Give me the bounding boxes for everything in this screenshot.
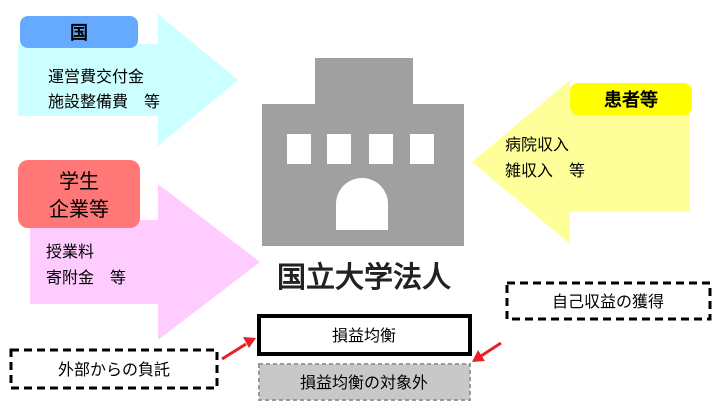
outside-balance-box (258, 363, 471, 401)
building-door (336, 178, 388, 230)
patients-label: 患者等 (604, 89, 658, 111)
self-revenue-callout (505, 281, 712, 321)
government-label-box (20, 16, 138, 48)
patients-arrow-shape (472, 80, 690, 244)
students-income-line-2: 寄附金 等 (46, 268, 126, 287)
building-window-4 (410, 134, 434, 164)
external-burden-red-arrow (221, 337, 256, 361)
patients-income-line-1: 病院収入 (505, 135, 569, 154)
university-building-icon (262, 58, 464, 246)
building-window-3 (369, 134, 393, 164)
building-window-1 (287, 134, 311, 164)
students-income-line-1: 授業料 (46, 242, 94, 261)
corporation-title: 国立大学法人 (277, 260, 451, 294)
students-label-line-1: 学生 (59, 169, 99, 193)
students-label-line-2: 企業等 (49, 197, 109, 221)
building-tower (315, 58, 413, 106)
balance-box (257, 314, 472, 356)
government-income-line-1: 運営費交付金 (48, 67, 144, 86)
patients-income-line-2: 雑収入 等 (505, 161, 585, 180)
external-burden-label: 外部からの負託 (58, 360, 170, 379)
building-window-2 (327, 134, 351, 164)
patients-label-box (570, 83, 692, 115)
government-label: 国 (70, 23, 88, 44)
outside-balance-label: 損益均衡の対象外 (300, 373, 428, 392)
students-label-box (18, 160, 140, 228)
students-funding-arrow: 学生 企業等 授業料 寄附金 等 (18, 160, 260, 340)
external-burden-callout (9, 348, 219, 390)
government-funding-arrow: 国 運営費交付金 施設整備費 等 (18, 14, 238, 146)
balance-label: 損益均衡 (332, 326, 396, 345)
self-revenue-label: 自己収益の獲得 (552, 292, 664, 311)
patients-funding-arrow: 患者等 病院収入 雑収入 等 (472, 80, 692, 244)
self-revenue-red-arrow (472, 341, 502, 362)
government-income-line-2: 施設整備費 等 (48, 92, 160, 111)
